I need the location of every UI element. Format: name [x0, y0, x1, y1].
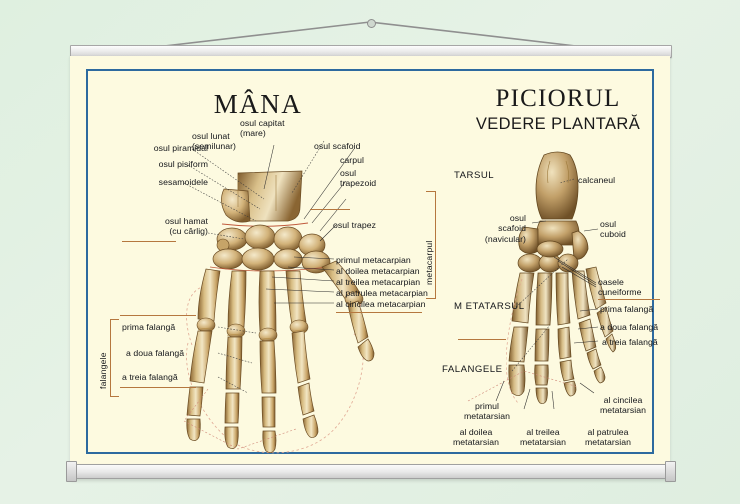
label-hand-falanga-3: a treia falangă: [122, 372, 178, 382]
label-osul-pisiform: osul pisiform: [158, 159, 208, 169]
label-hand-falanga-1: prima falangă: [122, 322, 176, 332]
bottom-rail-cap-right: [665, 461, 676, 482]
label-osul-hamat: osul hamat (cu cârlig): [165, 216, 208, 237]
label-osul-trapezoid: osul trapezoid: [340, 168, 377, 189]
label-falangele-vertical: falangele: [98, 352, 108, 389]
foot-skeleton-illustration: [506, 151, 616, 404]
label-metatarsul: M ETATARSUL: [454, 301, 525, 312]
hanging-hardware: [0, 0, 740, 56]
label-metatarsian-2: al doilea metatarsian: [453, 427, 499, 448]
rule-hamat: [122, 241, 176, 242]
hand-leader-lines: [183, 140, 355, 450]
label-metatarsian-3: al treilea metatarsian: [520, 427, 566, 448]
bottom-rail-cap-left: [66, 461, 77, 482]
label-foot-falanga-2: a doua falangă: [600, 322, 659, 332]
hand-panel: MÂNA: [88, 71, 428, 454]
label-foot-scafoid: osul scafoid (navicular): [484, 213, 526, 244]
label-osul-piramidal: osul piramidal: [153, 143, 208, 153]
label-osul-cuboid: osul cuboid: [600, 219, 626, 240]
label-foot-falangele: FALANGELE: [442, 364, 503, 375]
label-osul-trapez: osul trapez: [333, 220, 377, 230]
foot-leader-lines: [467, 178, 599, 410]
label-sesamoidele: sesamoidele: [158, 177, 208, 187]
label-metatarsian-5: al cincilea metatarsian: [600, 395, 646, 416]
label-osul-scafoid: osul scafoid: [314, 141, 361, 151]
rule-trapez: [310, 209, 350, 210]
label-foot-falanga-3: a treia falangă: [602, 337, 658, 347]
label-metatarsian-1: primul metatarsian: [464, 401, 510, 422]
label-oasele-cuneiforme: oasele cuneiforme: [598, 277, 642, 298]
label-metacarpian-2: al doilea metacarpian: [336, 266, 420, 276]
foot-title: PICIORUL: [495, 85, 621, 112]
label-foot-falanga-1: prima falangă: [600, 304, 654, 314]
chart-sheet: MÂNA: [70, 56, 670, 466]
bracket-falangele: [110, 319, 119, 397]
rule-metatarsul: [458, 339, 506, 340]
bracket-metacarpul: [426, 191, 436, 299]
rule-cuneiforme: [598, 299, 660, 300]
label-metacarpian-3: al treilea metacarpian: [336, 277, 421, 287]
label-osul-capitat: osul capitat (mare): [240, 118, 285, 139]
label-metacarpul-vertical: metacarpul: [424, 240, 434, 285]
label-metatarsian-4: al patrulea metatarsian: [585, 427, 631, 448]
rule-falangele-bottom: [120, 387, 196, 388]
label-metacarpian-5: al cincilea metacarpian: [336, 299, 426, 309]
label-hand-falanga-2: a doua falangă: [126, 348, 185, 358]
bottom-rail: [70, 464, 672, 479]
rule-falangele-top: [120, 315, 196, 316]
hanging-ring-icon: [367, 19, 376, 28]
chart-frame: MÂNA: [86, 69, 660, 454]
foot-subtitle: VEDERE PLANTARĂ: [475, 115, 641, 133]
label-metacarpian-4: al patrulea metacarpian: [336, 288, 428, 298]
label-tarsul: TARSUL: [454, 170, 495, 181]
label-carpul: carpul: [340, 155, 364, 165]
label-calcaneul: calcaneul: [578, 175, 616, 185]
hand-title: MÂNA: [213, 89, 303, 119]
label-osul-lunat: osul lunat (semilunar): [192, 131, 236, 152]
foot-panel: PICIORUL VEDERE PLANTARĂ: [424, 71, 660, 452]
rule-metacarpians: [336, 312, 422, 313]
label-metacarpian-1: primul metacarpian: [336, 255, 411, 265]
